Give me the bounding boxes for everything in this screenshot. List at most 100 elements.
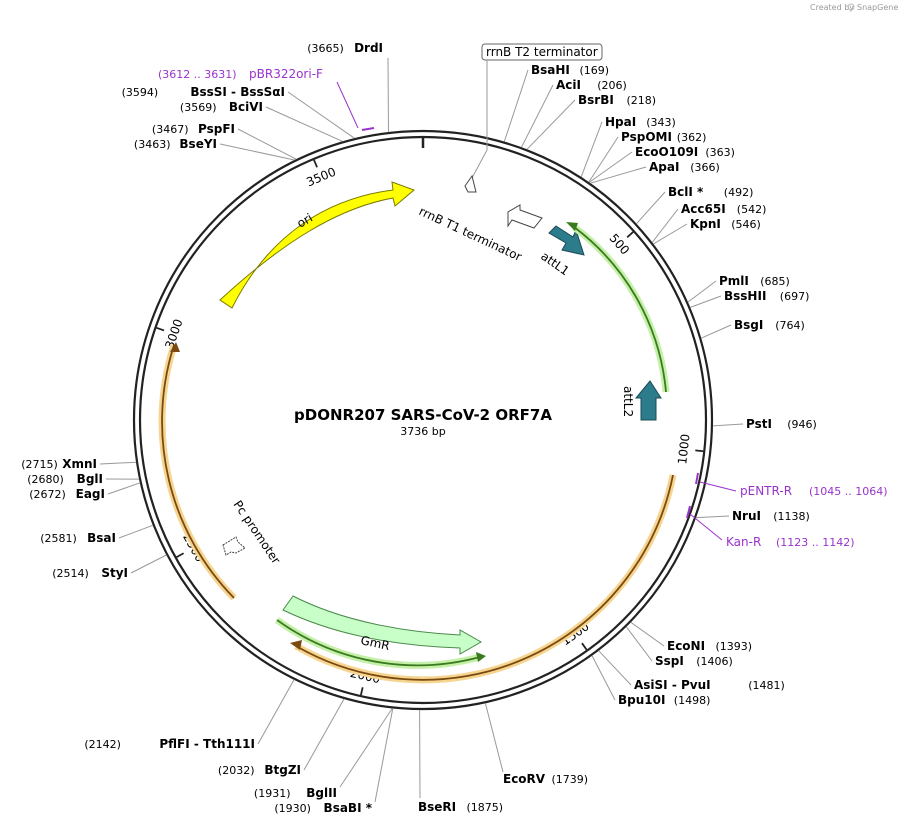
credit-text: Created by [810,3,854,12]
site-position: (362) [677,131,707,144]
site-apai[interactable]: ApaI(366) [649,160,720,174]
site-name: EcoRV [503,772,546,786]
site-position: (2032) [218,764,255,777]
site-pflfi[interactable]: PflFI - Tth111I(2142) [84,737,255,751]
site-bgli[interactable]: BglI(2680) [27,472,103,486]
rrnb-t2-callout-box[interactable] [481,43,603,61]
site-position: (3467) [152,123,189,136]
rrnb-t1-feature[interactable] [507,204,543,229]
site-name: NruI [732,509,761,523]
site-position: (3569) [180,101,217,114]
site-position: (343) [646,116,676,129]
site-bglii[interactable]: BglII(1931) [254,786,337,800]
site-pmli[interactable]: PmlI(685) [719,274,790,288]
site-position: (946) [787,418,817,431]
leader-line [287,91,355,139]
leader-line [237,128,297,160]
site-bsai[interactable]: BsaI(2581) [40,531,116,545]
site-bcivi[interactable]: BciVI(3569) [180,100,263,114]
orf-green-bottom-feature[interactable] [276,619,481,667]
site-position: (169) [580,64,610,77]
leader-line [588,136,619,183]
site-acc65i[interactable]: Acc65I(542) [681,202,766,216]
site-position: (218) [627,94,657,107]
site-pspfi[interactable]: PspFI (3467) [152,122,235,136]
site-name: HpaI [605,115,636,129]
leader-line [257,679,295,745]
site-bcli[interactable]: BclI *(492) [668,185,753,199]
plasmid-length: 3736 bp [400,425,445,438]
site-bseri[interactable]: BseRI(1875) [418,800,503,814]
leader-line [484,703,504,773]
leader-line [99,461,137,465]
site-position: (1739) [552,773,589,786]
kan-r-range: (1123 .. 1142) [776,536,855,549]
orf-green-feature[interactable] [573,226,667,393]
kan-r-leader [689,513,723,541]
site-name: BseRI [418,800,456,814]
site-name: BssSI - BssSαI [190,85,285,99]
site-psti[interactable]: PstI (946) [746,417,817,431]
pbr322ori-f-name: pBR322ori-F [249,67,323,81]
site-name: BssHII [724,289,766,303]
gmr-feature[interactable] [282,595,483,655]
site-name: AciI [556,78,581,92]
site-bsgi[interactable]: BsgI(764) [734,318,805,332]
site-position: (2142) [84,738,121,751]
site-drdi[interactable]: DrdI(3665) [307,41,383,55]
ori-feature[interactable] [219,181,415,309]
pc-promoter-feature[interactable] [222,536,246,556]
site-bsrbi[interactable]: BsrBI(218) [578,93,656,107]
site-bsabi[interactable]: BsaBI *(1930) [274,801,372,815]
tick-label: 1000 [675,433,692,465]
site-position: (1138) [773,510,810,523]
site-hpai[interactable]: HpaI (343) [605,115,676,129]
leader-line [690,295,722,308]
site-position: (1930) [274,802,311,815]
pbr322ori-f-leader [336,81,359,129]
orf-green-arrowhead [566,222,578,231]
orf-orange-left-feature[interactable] [161,344,235,599]
site-xmni[interactable]: XmnI(2715) [21,457,97,471]
site-kpni[interactable]: KpnI(546) [690,217,761,231]
leader-line [118,524,153,539]
site-name: BclI * [668,185,704,199]
site-position: (546) [731,218,761,231]
site-bsahi[interactable]: BsaHI(169) [531,63,609,77]
site-position: (1393) [716,640,753,653]
attl2-feature[interactable] [634,380,662,421]
site-bssi[interactable]: BssSI - BssSαI(3594) [122,85,285,99]
site-asisi[interactable]: AsiSI - PvuI(1481) [634,678,785,692]
orf-green-bottom-arrowhead [476,652,486,662]
site-name: PstI [746,417,772,431]
leader-line [700,324,732,339]
site-econi[interactable]: EcoNI(1393) [667,639,752,653]
tick-mark [156,326,165,332]
rrnb-t2-feature[interactable] [464,174,477,193]
tick-label: 3500 [304,165,338,190]
site-position: (1406) [696,655,733,668]
site-name: PspOMI [621,130,672,144]
site-btgzi[interactable]: BtgZI(2032) [218,763,301,777]
site-styi[interactable]: StyI(2514) [52,566,128,580]
leader-line [653,223,688,245]
site-bsshii[interactable]: BssHII(697) [724,289,809,303]
site-pspomi[interactable]: PspOMI (362) [621,130,706,144]
site-position: (2680) [27,473,64,486]
site-eagi[interactable]: EagI(2672) [29,487,105,501]
site-sspi[interactable]: SspI(1406) [655,654,733,668]
site-position: (2672) [29,488,66,501]
leader-line [590,166,647,184]
site-position: (2581) [40,532,77,545]
site-name: PspFI [198,122,235,136]
site-bseyi[interactable]: BseYI(3463) [134,137,217,151]
site-eco0109i[interactable]: EcoO109I(363) [635,145,735,159]
site-nrui[interactable]: NruI (1138) [732,509,810,523]
site-name: XmnI [62,457,97,471]
attl1-feature[interactable] [548,225,585,256]
site-ecorv[interactable]: EcoRV (1739) [503,772,588,786]
site-acii[interactable]: AciI(206) [556,78,627,92]
orf-orange-arrowhead [290,640,302,650]
site-bpu10i[interactable]: Bpu10I(1498) [618,693,710,707]
orf-orange-feature[interactable] [295,474,674,681]
